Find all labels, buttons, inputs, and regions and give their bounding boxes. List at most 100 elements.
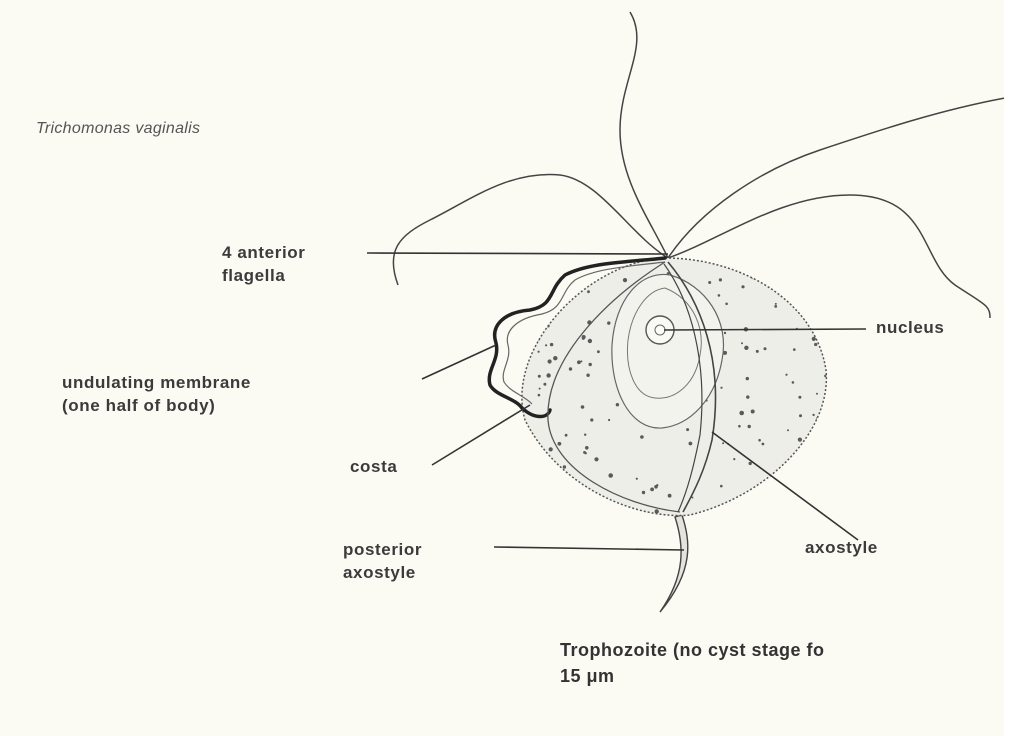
stipple-dot (569, 367, 572, 370)
stipple-dot (565, 434, 568, 437)
stipple-dot (750, 499, 753, 502)
stipple-dot (597, 350, 600, 353)
stipple-dot (720, 387, 722, 389)
stipple-dot (536, 301, 539, 304)
stipple-dot (623, 278, 627, 282)
stipple-dot (535, 264, 538, 267)
stipple-dot (583, 451, 586, 454)
stipple-dot (590, 418, 593, 421)
label-undulating-membrane-line2: (one half of body) (62, 395, 215, 417)
stipple-dot (608, 419, 610, 421)
stipple-dot (764, 347, 767, 350)
stipple-dot (518, 398, 521, 401)
stipple-dot (547, 492, 551, 496)
stipple-dot (588, 339, 592, 343)
stipple-dot (818, 499, 822, 503)
stipple-dot (656, 484, 658, 486)
stipple-dot (527, 325, 530, 328)
stipple-dot (551, 261, 555, 265)
stipple-dot (589, 363, 592, 366)
stipple-dot (587, 290, 590, 293)
stipple-dot (538, 394, 541, 397)
stipple-dot (534, 500, 537, 503)
stipple-dot (748, 425, 751, 428)
stipple-dot (543, 383, 546, 386)
stipple-dot (756, 350, 759, 353)
stipple-dot (792, 381, 795, 384)
stipple-dot (525, 354, 528, 357)
label-posterior-axostyle-line2: axostyle (343, 562, 416, 584)
stipple-dot (741, 342, 743, 344)
stipple-dot (539, 388, 541, 390)
stipple-dot (580, 360, 582, 362)
stipple-dot (650, 488, 654, 492)
stipple-dot (720, 485, 723, 488)
stipple-dot (594, 457, 598, 461)
stipple-dot (550, 343, 553, 346)
stipple-dot (826, 430, 828, 432)
stipple-dot (733, 458, 735, 460)
stipple-dot (718, 294, 721, 297)
stipple-dot (744, 346, 748, 350)
stipple-dot (655, 509, 659, 513)
stipple-dot (708, 281, 711, 284)
label-anterior-flagella-line2: flagella (222, 265, 285, 287)
stipple-dot (722, 442, 724, 444)
stipple-dot (817, 466, 821, 470)
stipple-dot (741, 285, 744, 288)
stipple-dot (746, 377, 749, 380)
stipple-dot (538, 375, 541, 378)
label-nucleus: nucleus (876, 317, 944, 339)
stipple-dot (814, 343, 817, 346)
stipple-dot (586, 374, 589, 377)
stipple-dot (642, 491, 645, 494)
stipple-dot (535, 277, 537, 279)
stipple-dot (812, 414, 814, 416)
label-undulating-membrane-line1: undulating membrane (62, 372, 251, 394)
stipple-dot (619, 512, 623, 516)
stipple-dot (798, 438, 802, 442)
stipple-dot (533, 487, 537, 491)
stipple-dot (640, 435, 644, 439)
flagellum-1 (620, 12, 668, 258)
stipple-dot (787, 429, 789, 431)
pointer-posterior-axostyle (494, 547, 684, 550)
stipple-dot (785, 374, 787, 376)
stipple-dot (813, 259, 816, 262)
pointer-nucleus (664, 329, 866, 330)
pointer-anterior-flagella (367, 253, 668, 254)
stipple-dot (738, 425, 741, 428)
stipple-dot (514, 306, 517, 309)
stipple-dot (584, 434, 586, 436)
pointer-costa (432, 405, 530, 465)
stipple-dot (749, 462, 752, 465)
stipple-dot (514, 463, 517, 466)
stipple-dot (511, 455, 514, 458)
stipple-dot (829, 263, 831, 265)
stipple-dot (510, 352, 514, 356)
stipple-dot (549, 447, 553, 451)
posterior-axostyle-shape (660, 515, 688, 612)
stipple-dot (793, 348, 796, 351)
stipple-dot (724, 332, 726, 334)
caption: Trophozoite (no cyst stage fo 15 μm (560, 637, 825, 689)
caption-line1: Trophozoite (no cyst stage fo (560, 637, 825, 663)
stipple-dot (636, 478, 638, 480)
stipple-dot (798, 396, 801, 399)
stipple-dot (509, 513, 513, 517)
flagellum-3 (668, 98, 1005, 258)
stipple-dot (825, 423, 829, 427)
stipple-dot (762, 443, 765, 446)
stipple-dot (725, 303, 728, 306)
stipple-dot (819, 491, 822, 494)
caption-line2: 15 μm (560, 663, 825, 689)
stipple-dot (616, 403, 619, 406)
stipple-dot (792, 505, 795, 508)
stipple-dot (599, 258, 602, 261)
stipple-dot (561, 259, 565, 263)
stipple-dot (668, 494, 672, 498)
stipple-dot (585, 446, 589, 450)
stipple-dot (826, 479, 830, 483)
stipple-dot (812, 337, 816, 341)
stipple-dot (577, 360, 581, 364)
